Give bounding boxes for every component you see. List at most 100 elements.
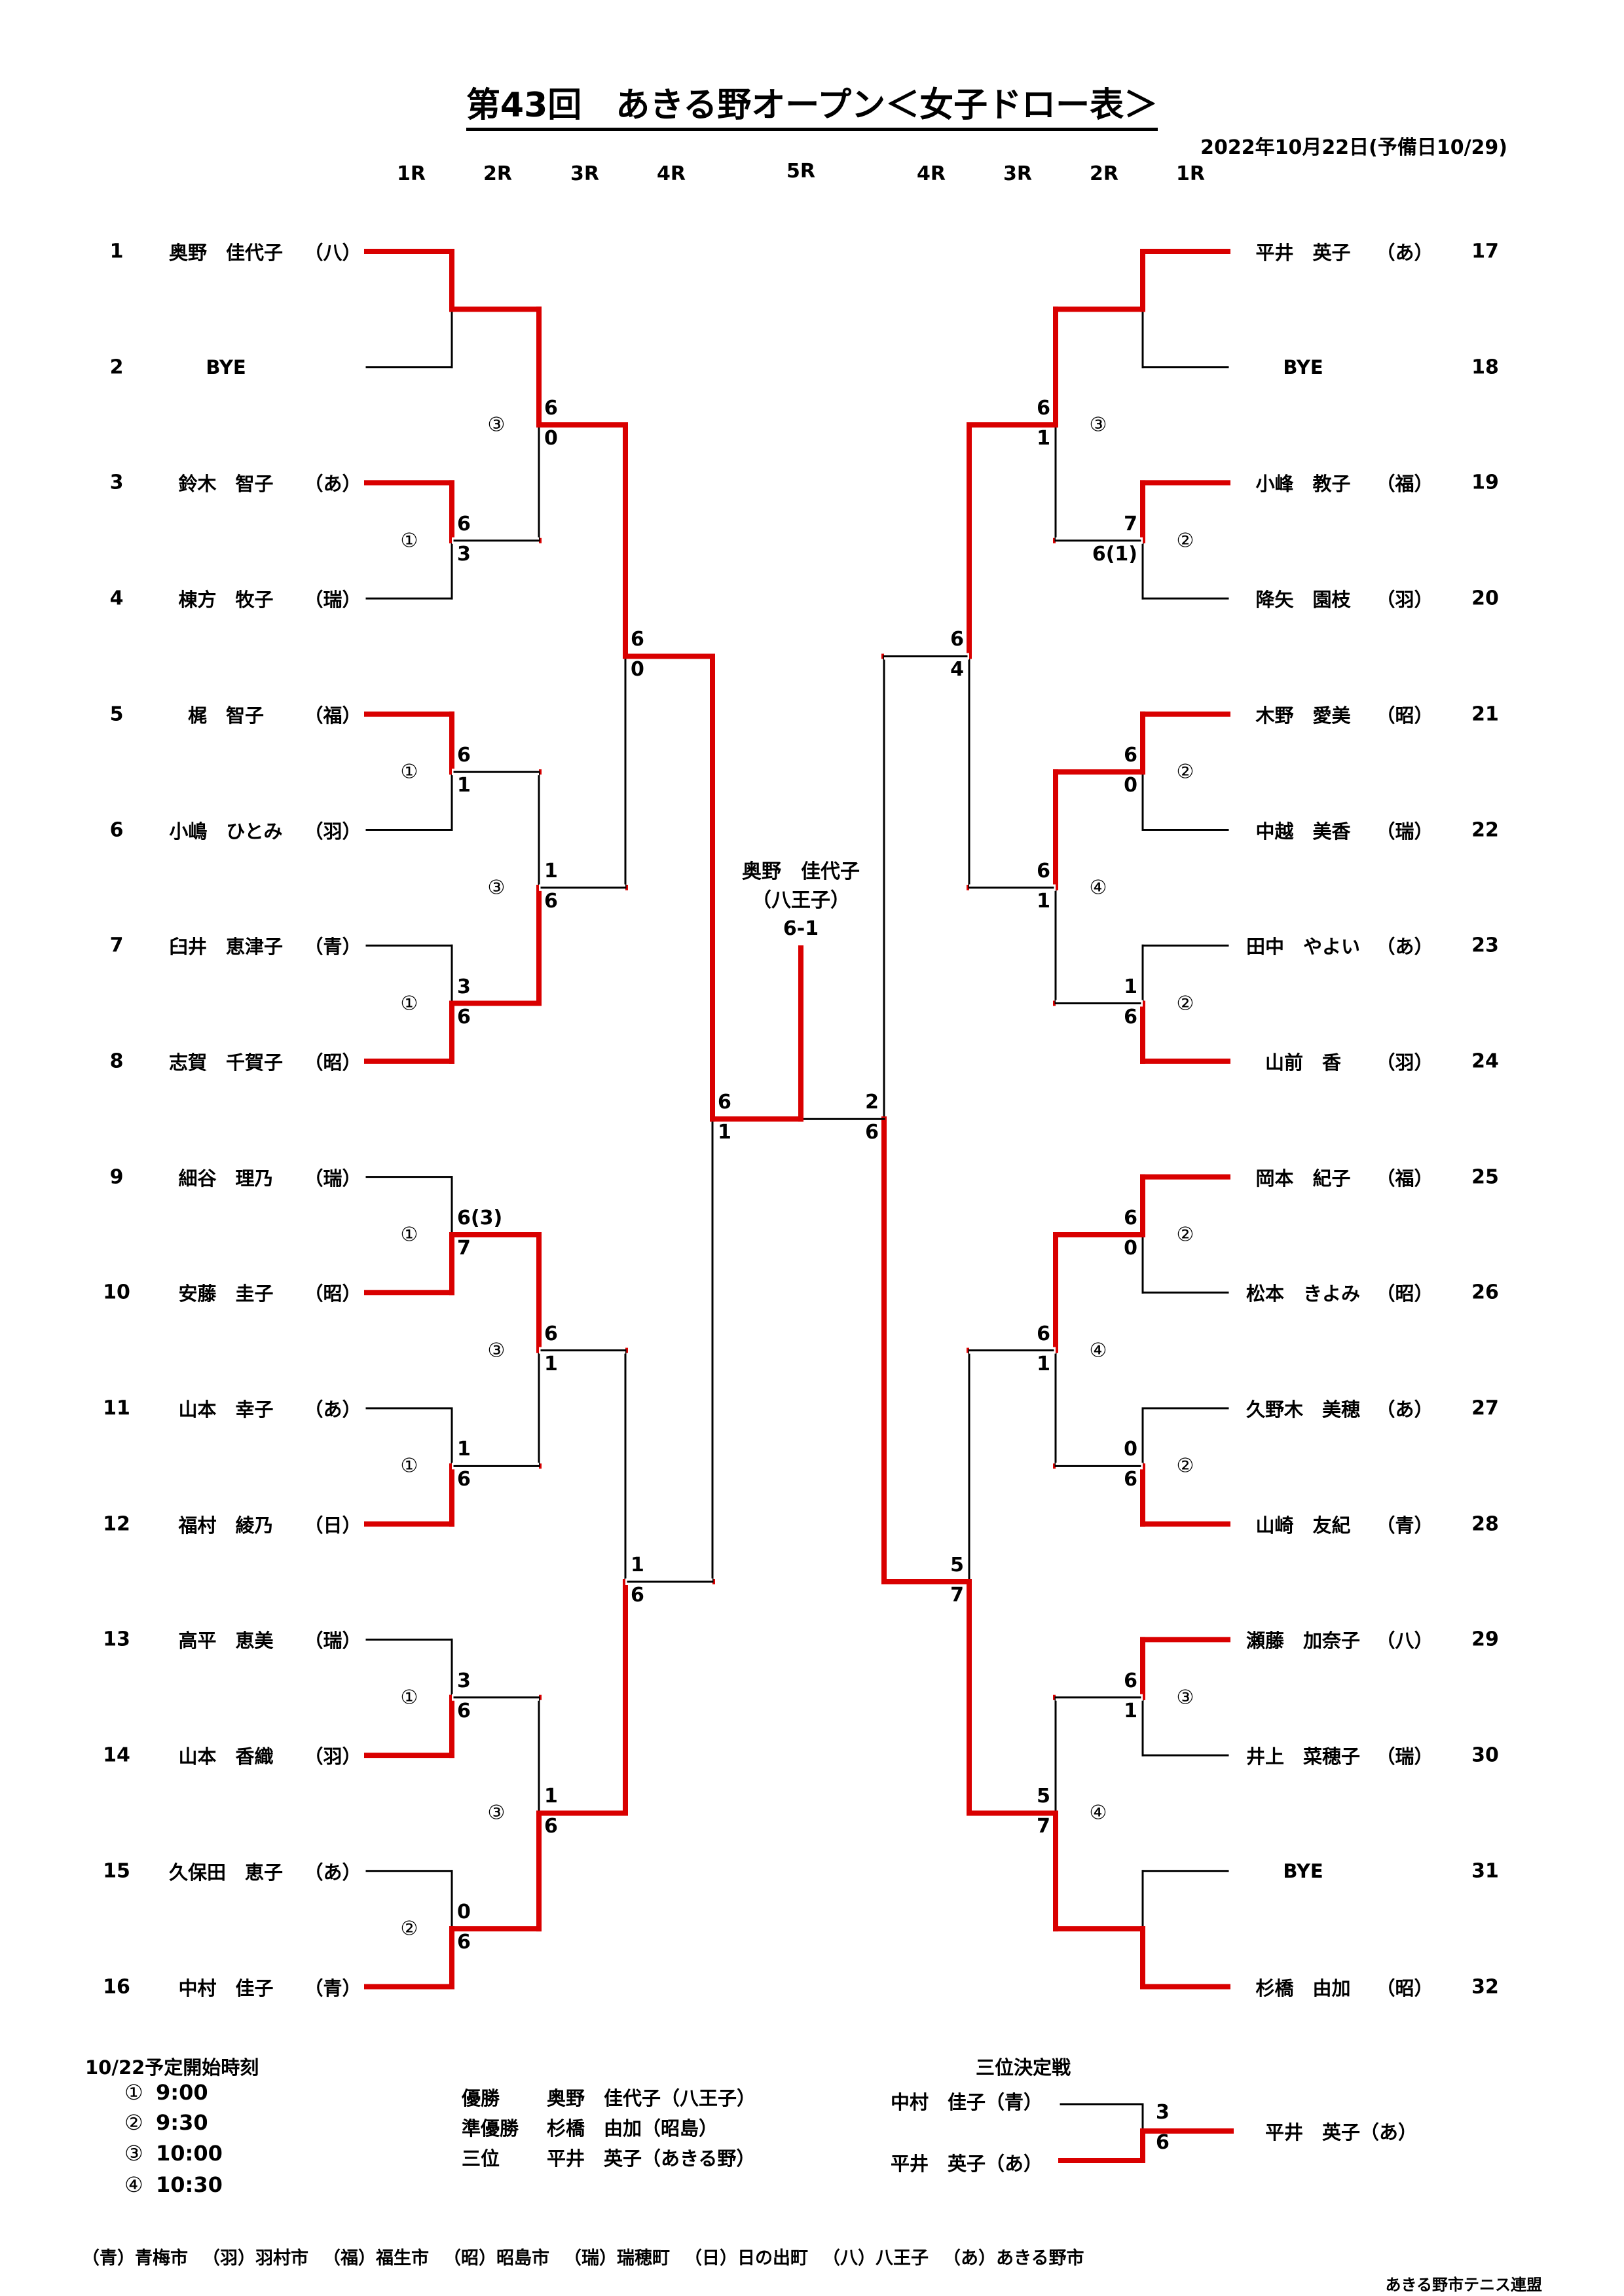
player-name: 山本 幸子 <box>178 1398 274 1421</box>
score-bottom: 6 <box>631 1584 644 1607</box>
score-bottom: 0 <box>544 427 558 450</box>
player-club: （福） <box>1376 473 1433 496</box>
player-club: （あ） <box>1376 936 1433 958</box>
seed-number: 4 <box>109 587 124 610</box>
match-time-marker: ③ <box>487 1339 506 1362</box>
score-top: 0 <box>457 1901 471 1924</box>
player-club: （昭） <box>1376 704 1433 727</box>
match-time-marker: ② <box>1176 529 1194 553</box>
player-name: 久野木 美穂 <box>1246 1398 1361 1421</box>
player-name: 棟方 牧子 <box>178 589 274 611</box>
player-club: （瑞） <box>304 1630 361 1652</box>
player-name: 志賀 千賀子 <box>168 1051 284 1074</box>
score-top: 6 <box>1037 859 1050 883</box>
match-time-marker: ① <box>400 1686 418 1709</box>
player-name: 梶 智子 <box>187 704 265 727</box>
legend-item: （福）福生市 <box>323 2248 429 2269</box>
result-rank: 準優勝 <box>462 2117 519 2140</box>
seed-number: 24 <box>1471 1049 1499 1073</box>
score-top: 6(3) <box>457 1206 503 1230</box>
player-name: 小峰 教子 <box>1255 473 1351 496</box>
score-top: 2 <box>865 1091 879 1114</box>
score-top: 1 <box>544 859 558 883</box>
player-name: 臼井 恵津子 <box>168 936 284 958</box>
seed-number: 15 <box>103 1859 130 1883</box>
match-time-marker: ② <box>1176 992 1194 1015</box>
score-top: 1 <box>457 1438 471 1461</box>
seed-number: 28 <box>1471 1512 1499 1536</box>
result-row: 優勝奥野 佳代子（八王子） <box>462 2083 756 2111</box>
player-name: 井上 菜穂子 <box>1246 1745 1361 1768</box>
player-club: （あ） <box>304 1398 361 1421</box>
player-name: 山本 香織 <box>178 1745 274 1768</box>
slot-time: 10:30 <box>156 2172 223 2197</box>
match-time-marker: ① <box>400 760 418 784</box>
score-top: 1 <box>544 1785 558 1808</box>
third-place-top-player: 中村 佳子（青） <box>891 2091 1043 2113</box>
round-label-final: 5R <box>786 160 815 183</box>
score-top: 6 <box>457 512 471 536</box>
score-bottom: 7 <box>950 1584 964 1607</box>
player-club: （あ） <box>304 473 361 496</box>
score-top: 7 <box>1124 512 1137 536</box>
player-club: （福） <box>1376 1167 1433 1190</box>
score-bottom: 6 <box>457 1699 471 1722</box>
score-top: 6 <box>950 628 964 651</box>
result-player: 奥野 佳代子（八王子） <box>547 2087 756 2109</box>
seed-number: 7 <box>109 934 124 957</box>
seed-number: 5 <box>109 702 124 726</box>
legend-item: （昭）昭島市 <box>443 2248 549 2269</box>
third-place-top-score: 3 <box>1156 2101 1170 2124</box>
player-name: 久保田 恵子 <box>168 1861 284 1884</box>
seed-number: 19 <box>1471 471 1499 494</box>
seed-number: 11 <box>103 1396 130 1420</box>
score-top: 6 <box>1124 1669 1137 1692</box>
score-bottom: 1 <box>1037 1352 1050 1376</box>
match-time-marker: ③ <box>487 1801 506 1825</box>
match-time-marker: ① <box>400 992 418 1015</box>
match-time-marker: ① <box>400 1454 418 1478</box>
player-club: （青） <box>1376 1514 1433 1537</box>
player-club: （昭） <box>1376 1977 1433 1999</box>
score-bottom: 6 <box>457 1931 471 1954</box>
player-club: （昭） <box>304 1051 361 1074</box>
score-top: 5 <box>950 1554 964 1577</box>
player-name: 平井 英子 <box>1255 242 1351 264</box>
result-row: 三位平井 英子（あきる野） <box>462 2143 755 2171</box>
slot-mark: ② <box>124 2110 143 2135</box>
round-label-right-4: 4R <box>917 162 946 185</box>
player-name: 奥野 佳代子 <box>168 242 284 264</box>
third-place-winner: 平井 英子（あ） <box>1265 2121 1418 2143</box>
player-club: （瑞） <box>304 589 361 611</box>
seed-number: 8 <box>109 1049 124 1073</box>
player-name: 細谷 理乃 <box>178 1167 274 1190</box>
score-top: 1 <box>631 1554 644 1577</box>
score-top: 5 <box>1037 1785 1050 1808</box>
player-club: （瑞） <box>304 1167 361 1190</box>
legend-item: （青）青梅市 <box>82 2248 188 2269</box>
player-name: 瀬藤 加奈子 <box>1246 1630 1361 1652</box>
player-name: 中越 美香 <box>1255 820 1351 843</box>
round-label-left-2: 2R <box>483 162 512 185</box>
player-club: （青） <box>304 1977 361 1999</box>
player-name: 岡本 紀子 <box>1255 1167 1351 1190</box>
result-rank: 三位 <box>462 2147 500 2170</box>
score-bottom: 6 <box>1124 1468 1137 1491</box>
score-bottom: 6 <box>544 1815 558 1838</box>
seed-number: 1 <box>109 240 124 263</box>
seed-number: 31 <box>1471 1859 1499 1883</box>
seed-number: 6 <box>109 818 124 841</box>
result-row: 準優勝杉橋 由加（昭島） <box>462 2113 718 2141</box>
score-top: 3 <box>457 1669 471 1692</box>
score-bottom: 1 <box>1124 1699 1137 1722</box>
score-bottom: 0 <box>1124 774 1137 797</box>
score-top: 0 <box>1124 1438 1137 1461</box>
score-top: 6 <box>544 1322 558 1345</box>
player-club: （瑞） <box>1376 1745 1433 1768</box>
seed-number: 30 <box>1471 1743 1499 1767</box>
match-time-marker: ④ <box>1089 1801 1107 1825</box>
